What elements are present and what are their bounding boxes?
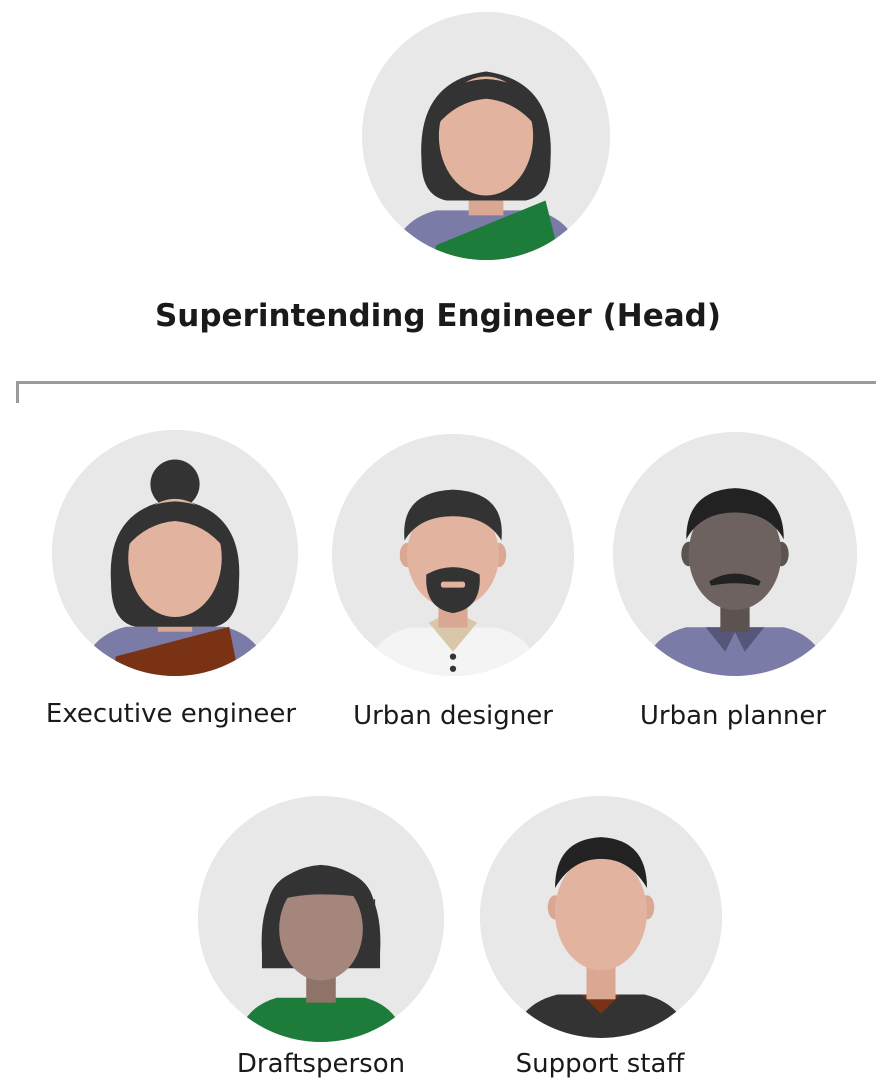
- man-mustache-avatar-icon: [613, 432, 857, 676]
- member-label-support-staff: Support staff: [515, 1049, 685, 1079]
- support-staff-avatar: [480, 796, 722, 1038]
- member-label-urban-designer: Urban designer: [353, 701, 553, 731]
- woman-bun-saree-avatar-icon: [52, 430, 298, 676]
- woman-bob-avatar-icon: [198, 796, 444, 1042]
- urban-designer-avatar: [332, 434, 574, 676]
- woman-saree-green-avatar-icon: [362, 12, 610, 260]
- member-label-urban-planner: Urban planner: [639, 701, 827, 731]
- head-avatar: [362, 12, 610, 260]
- executive-engineer-avatar: [52, 430, 298, 676]
- draftsperson-avatar: [198, 796, 444, 1042]
- man-beard-avatar-icon: [332, 434, 574, 676]
- man-short-hair-avatar-icon: [480, 796, 722, 1038]
- org-connector-line: [16, 381, 876, 403]
- urban-planner-avatar: [613, 432, 857, 676]
- head-title: Superintending Engineer (Head): [154, 298, 722, 334]
- member-label-executive-engineer: Executive engineer: [45, 699, 297, 729]
- member-label-draftsperson: Draftsperson: [236, 1049, 406, 1079]
